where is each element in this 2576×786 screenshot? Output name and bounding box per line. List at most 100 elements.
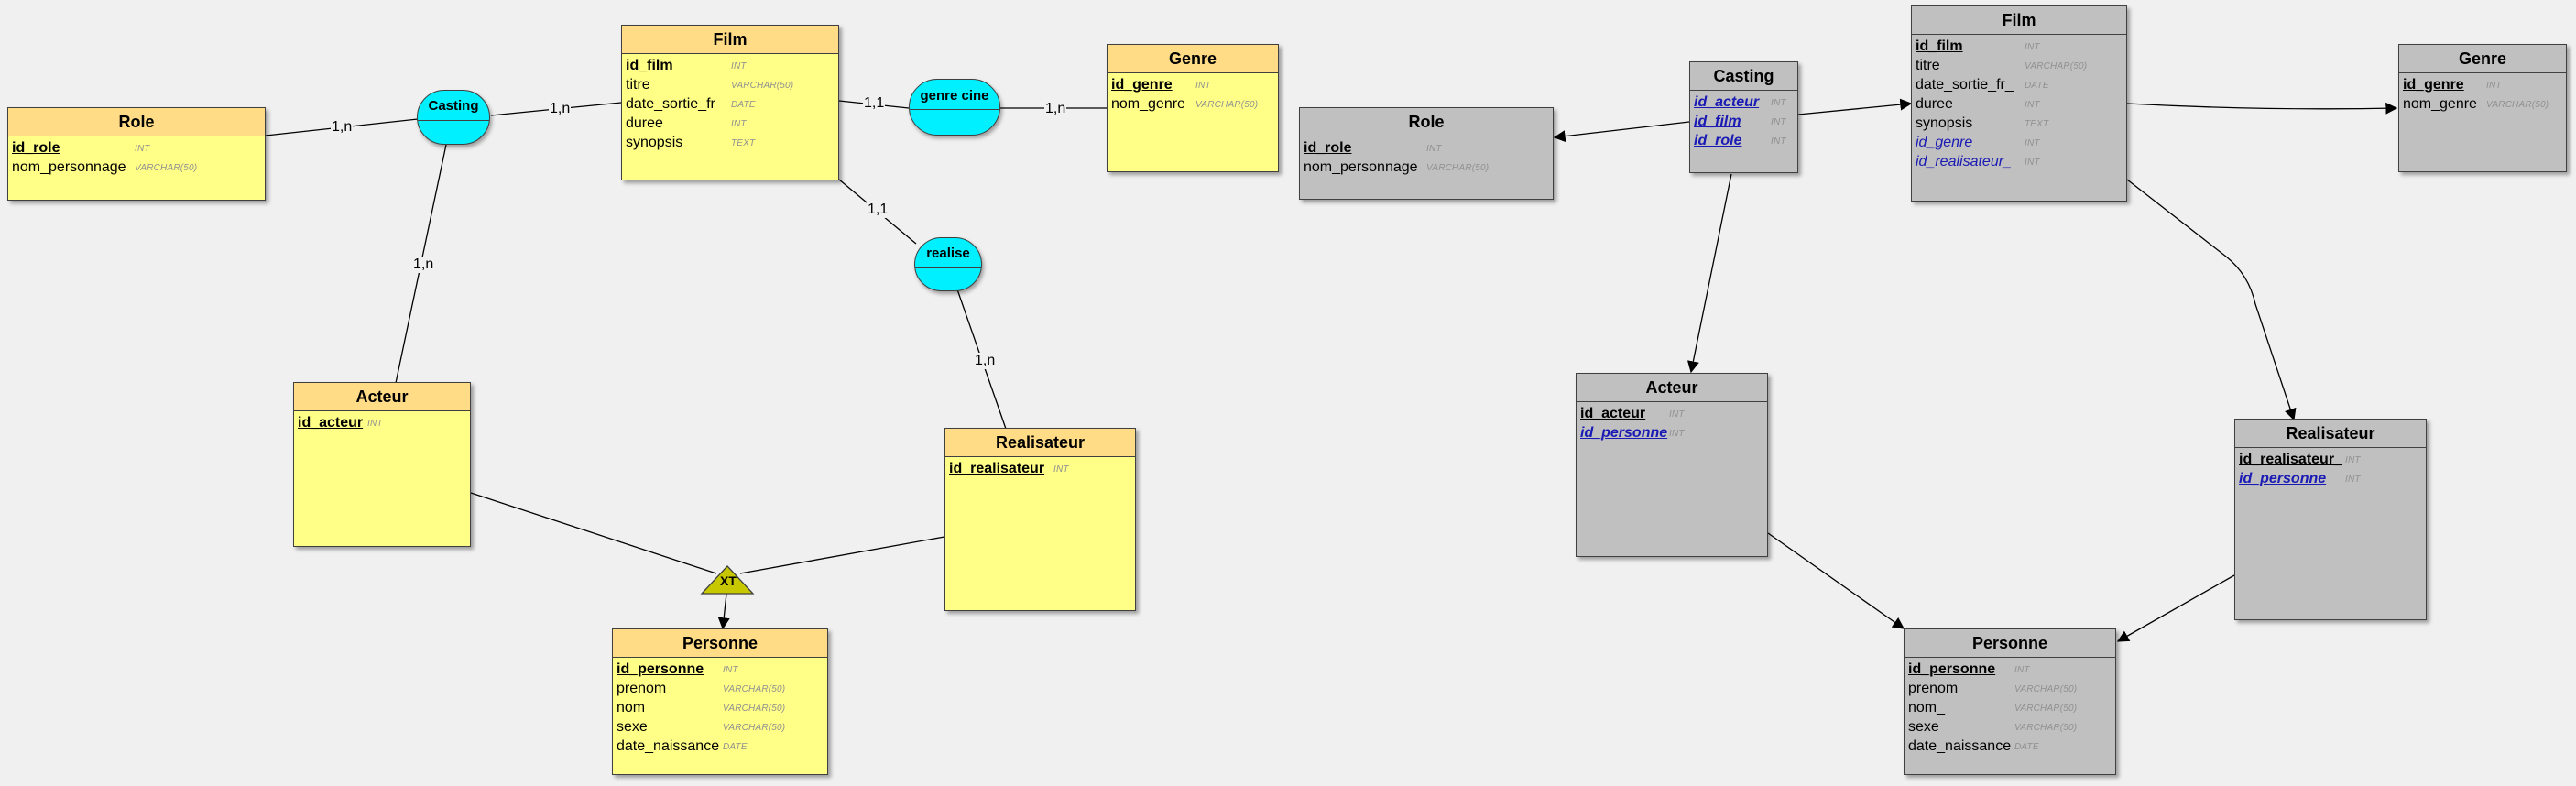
attribute-type: INT [2345, 475, 2361, 485]
attribute-row[interactable]: nom_genre VARCHAR(50) [2403, 94, 2562, 114]
link-acteur-personne-mld [1767, 532, 1905, 629]
table-title: Casting [1690, 62, 1797, 91]
attribute-name: prenom [617, 681, 667, 696]
attribute-type: INT [723, 665, 738, 675]
attribute-name: duree [1916, 96, 1953, 112]
association-realise[interactable]: realise [914, 237, 982, 291]
attribute-row[interactable]: date_sortie_fr_DATE [1916, 75, 2123, 94]
attribute-name: id_acteur [1694, 94, 1760, 110]
attribute-name: nom_genre [2403, 96, 2477, 112]
cardinality-role-casting: 1,n [331, 119, 354, 136]
attribute-name: prenom [1908, 681, 1959, 696]
attribute-name: sexe [617, 719, 648, 735]
attribute-row[interactable]: titre VARCHAR(50) [1916, 56, 2123, 75]
association-divider [910, 109, 999, 110]
attribute-type: VARCHAR(50) [2025, 61, 2088, 71]
attribute-row[interactable]: id_realisateur_INT [2239, 450, 2422, 469]
inheritance-triangle-icon[interactable] [700, 564, 755, 595]
cardinality-casting-acteur: 1,n [412, 257, 435, 273]
attribute-type: DATE [731, 100, 756, 110]
attribute-name: id_role [12, 140, 60, 156]
attribute-name: id_film [1694, 114, 1741, 129]
attribute-name: id_personne [617, 661, 704, 677]
attribute-type: INT [1426, 144, 1442, 154]
link-film-realisateur-mld [2126, 179, 2297, 421]
table-title: Personne [1905, 629, 2115, 658]
attribute-name: nom [617, 700, 646, 715]
attribute-name: sexe [1908, 719, 1939, 735]
association-casting[interactable]: Casting [417, 90, 490, 145]
attribute-type: VARCHAR(50) [2486, 100, 2549, 110]
attribute-name: date_naissance [617, 738, 720, 754]
attribute-name: nom_personnage [12, 159, 126, 175]
table-title: Genre [2399, 45, 2566, 73]
cardinality-genrecine-genre: 1,n [1044, 101, 1067, 117]
entity-title: Acteur [294, 383, 470, 411]
attribute-type: INT [1669, 429, 1685, 439]
attribute-row[interactable]: id_personne INT [617, 660, 824, 679]
attribute-row[interactable]: nom_VARCHAR(50) [1908, 698, 2112, 717]
attribute-type: VARCHAR(50) [731, 81, 794, 91]
entity-title: Realisateur [945, 429, 1135, 457]
attribute-type: INT [1669, 409, 1685, 420]
attribute-name: synopsis [1916, 115, 1973, 131]
association-genre-cine[interactable]: genre cine [909, 79, 1000, 136]
table-title: Acteur [1577, 374, 1767, 402]
attribute-name: date_sortie_fr_ [1916, 77, 2014, 93]
attribute-name: id_genre [2403, 77, 2464, 93]
association-divider [418, 120, 489, 121]
attribute-name: id_realisateur_ [1916, 154, 2012, 169]
attribute-row[interactable]: id_realisateur_INT [1916, 152, 2123, 171]
attribute-name: titre [1916, 58, 1940, 73]
attribute-name: synopsis [626, 135, 683, 150]
